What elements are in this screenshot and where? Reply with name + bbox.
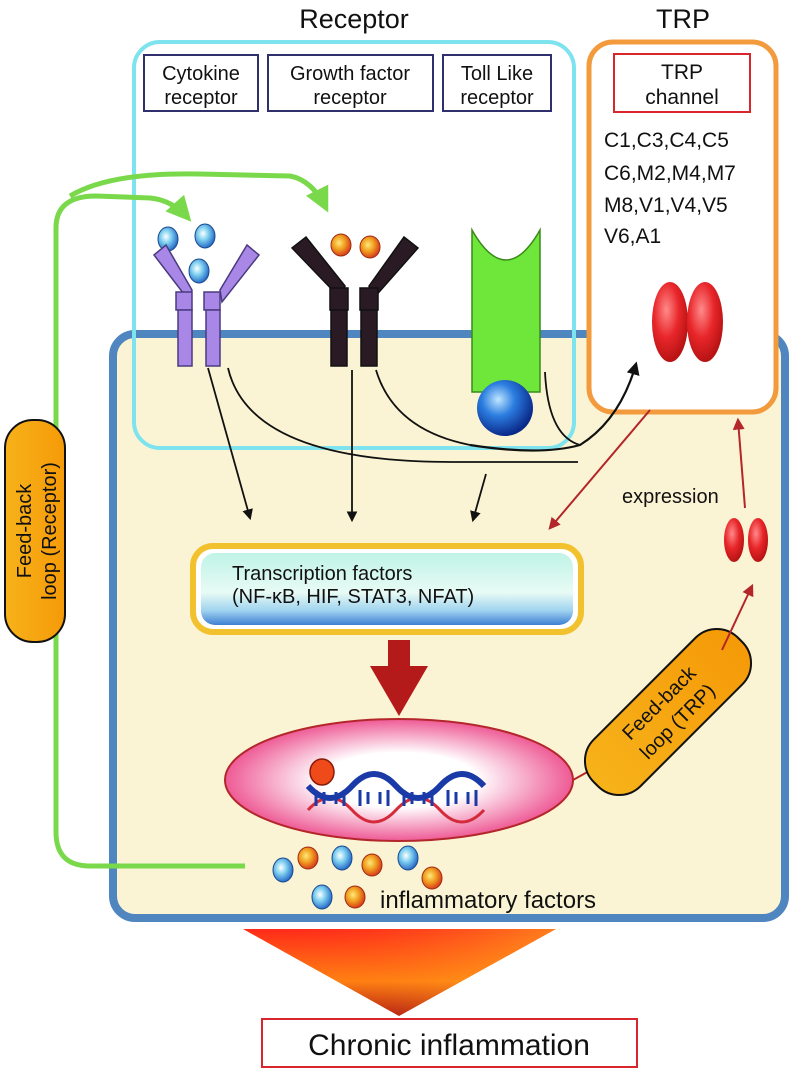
feedback-receptor-arrow-branch bbox=[68, 171, 329, 213]
inflammatory-factors-label: inflammatory factors bbox=[380, 887, 596, 914]
trp-channel-label: TRP channel bbox=[613, 53, 751, 113]
expressed-trp-channel bbox=[724, 518, 768, 562]
outcome-triangle-shade bbox=[243, 929, 556, 1016]
toll-label-line1: Toll Like bbox=[461, 63, 533, 85]
arrow-expression bbox=[732, 417, 746, 509]
signal-curve-toll bbox=[544, 371, 581, 446]
transcription-factors-box: Transcription factors (NF-κB, HIF, STAT3… bbox=[190, 543, 584, 635]
receptor-group-box bbox=[132, 40, 576, 450]
growth-label-line1: Growth factor bbox=[290, 63, 410, 85]
trp-subtypes-line: C6,M2,M4,M7 bbox=[604, 162, 736, 185]
arrow-feedback-trp bbox=[721, 583, 754, 651]
cytokine-receptor-label: Cytokine receptor bbox=[143, 54, 259, 112]
cytokine-ligands bbox=[157, 223, 216, 284]
feedback-receptor-pill: Feed-back loop (Receptor) bbox=[4, 419, 66, 643]
cytokine-receptor bbox=[152, 243, 261, 367]
cytokine-label-line1: Cytokine bbox=[162, 63, 240, 85]
trp-title: TRP bbox=[656, 4, 710, 34]
trp-group-box bbox=[586, 39, 779, 415]
growth-label-line2: receptor bbox=[313, 87, 387, 109]
receptor-title: Receptor bbox=[299, 4, 409, 34]
trp-label-line1: TRP bbox=[661, 61, 703, 84]
trp-subtypes-line: M8,V1,V4,V5 bbox=[604, 194, 728, 217]
trp-subtypes-list: C1,C3,C4,C5 C6,M2,M4,M7 M8,V1,V4,V5 V6,A… bbox=[604, 129, 736, 248]
feedback-trp-pill: Feed-back loop (TRP) bbox=[583, 627, 753, 797]
tf-to-nucleus-arrow bbox=[370, 640, 428, 716]
feedback-receptor-arrow bbox=[53, 193, 245, 869]
outcome-box bbox=[261, 1018, 638, 1068]
trp-channel bbox=[652, 282, 723, 362]
feedback-receptor-line1: Feed-back bbox=[14, 483, 36, 578]
feedback-receptor-line2: loop (Receptor) bbox=[39, 462, 61, 600]
toll-label-line2: receptor bbox=[460, 87, 534, 109]
toll-like-receptor bbox=[471, 227, 541, 436]
growth-factor-receptor-label: Growth factor receptor bbox=[267, 54, 434, 112]
transcription-line1: Transcription factors bbox=[232, 563, 412, 585]
trp-label-line2: channel bbox=[645, 86, 719, 109]
outcome-label: Chronic inflammation bbox=[308, 1029, 590, 1062]
trp-subtypes-line: V6,A1 bbox=[604, 225, 661, 248]
nucleus bbox=[224, 718, 574, 842]
trp-subtypes-line: C1,C3,C4,C5 bbox=[604, 129, 729, 152]
signal-curve-cytokine bbox=[227, 367, 578, 463]
arrow-cytokine-to-tf bbox=[207, 367, 253, 521]
signal-curve-growth bbox=[375, 369, 471, 446]
growth-factor-receptor bbox=[290, 235, 420, 367]
toll-like-receptor-label: Toll Like receptor bbox=[442, 54, 552, 112]
inflammatory-factors bbox=[272, 845, 443, 910]
expression-label: expression bbox=[622, 486, 719, 508]
dna-helix bbox=[305, 758, 487, 824]
arrow-toll-to-tf bbox=[470, 473, 487, 523]
arrow-trp-to-tf bbox=[548, 409, 651, 530]
transcription-line2: (NF-κB, HIF, STAT3, NFAT) bbox=[232, 586, 474, 608]
growth-factor-ligands bbox=[330, 233, 381, 259]
cytokine-label-line2: receptor bbox=[164, 87, 238, 109]
